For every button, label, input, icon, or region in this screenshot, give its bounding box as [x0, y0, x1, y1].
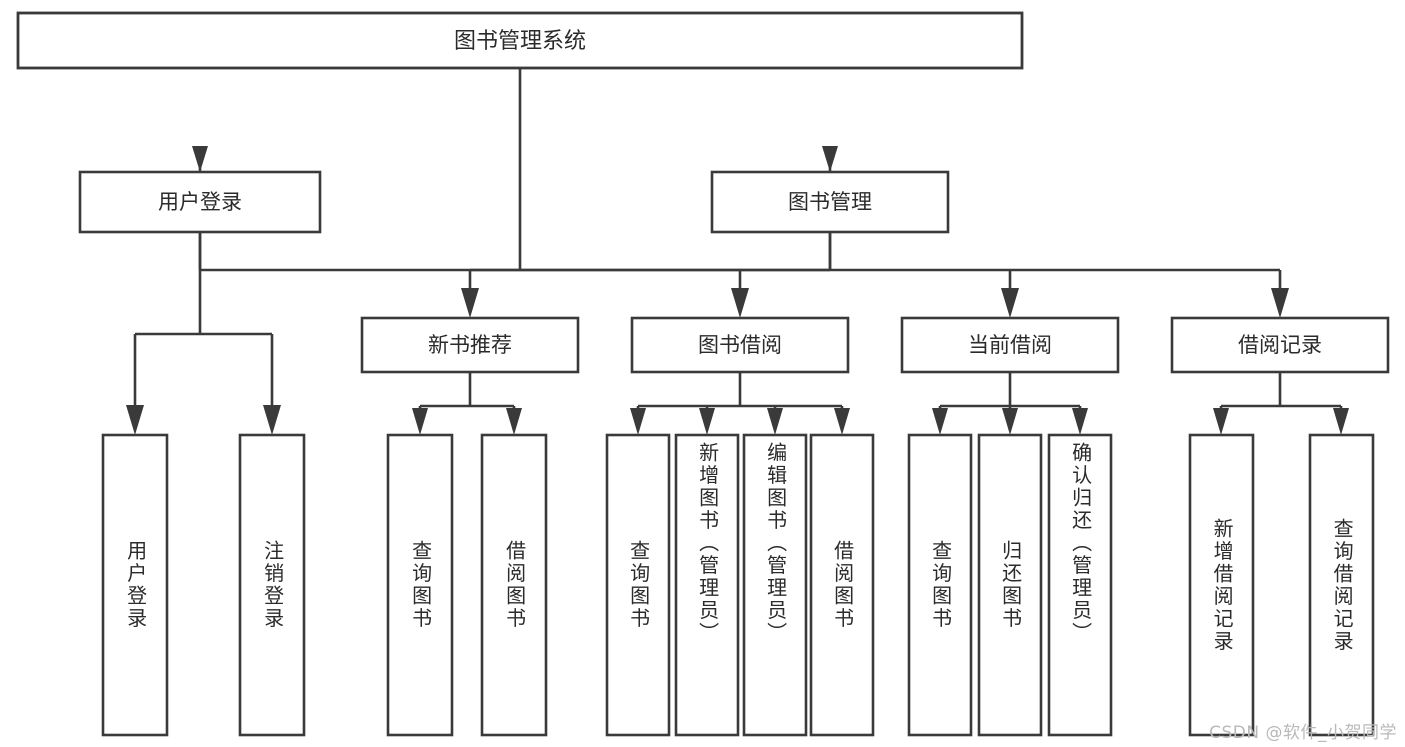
node-label-current-borrow: 当前借阅: [968, 333, 1052, 357]
connector-group-user-login: [133, 232, 274, 405]
node-box-leaf-borrow-record-1[interactable]: [1188, 433, 1255, 737]
node-box-root[interactable]: [16, 11, 1024, 70]
node-box-leaf-user-login-1[interactable]: [101, 433, 169, 737]
node-box-book-borrow[interactable]: [630, 316, 850, 374]
arrow-book-borrow-leaf-1: [630, 408, 646, 435]
arrow-book-manage-child-3: [1001, 288, 1019, 318]
node-box-leaf-book-borrow-3[interactable]: [742, 433, 808, 737]
node-box-user-login[interactable]: [78, 170, 322, 234]
node-box-leaf-current-borrow-3[interactable]: [1047, 433, 1113, 737]
node-label-borrow-record: 借阅记录: [1238, 333, 1322, 357]
node-box-book-manage[interactable]: [710, 170, 950, 234]
node-label-book-borrow: 图书借阅: [698, 333, 782, 357]
node-label-root: 图书管理系统: [454, 29, 586, 54]
node-box-leaf-current-borrow-1[interactable]: [907, 433, 973, 737]
node-box-leaf-book-borrow-4[interactable]: [809, 433, 875, 737]
node-label-user-login: 用户登录: [158, 190, 242, 214]
connector-group-borrow-record: [1219, 372, 1343, 412]
node-box-leaf-current-borrow-2[interactable]: [977, 433, 1043, 737]
watermark-text: CSDN @软件_小贺同学: [1209, 723, 1397, 743]
arrow-book-borrow-leaf-3: [767, 408, 783, 435]
node-box-leaf-new-book-1[interactable]: [386, 433, 454, 737]
arrow-book-manage-child-4: [1271, 288, 1289, 318]
node-box-leaf-new-book-2[interactable]: [480, 433, 548, 737]
arrow-borrow-record-leaf-1: [1213, 408, 1229, 435]
node-box-leaf-user-login-2[interactable]: [238, 433, 306, 737]
arrow-user-login-leaf-1: [126, 405, 144, 435]
arrow-borrow-record-leaf-2: [1333, 408, 1349, 435]
arrow-book-borrow-leaf-2: [699, 408, 715, 435]
node-label-book-manage: 图书管理: [788, 190, 872, 214]
connector-group-book-manage: [468, 232, 1282, 290]
connector-group-new-book: [418, 372, 516, 412]
node-box-leaf-borrow-record-2[interactable]: [1308, 433, 1375, 737]
arrow-user-login-leaf-2: [263, 405, 281, 435]
node-box-borrow-record[interactable]: [1170, 316, 1390, 374]
arrow-book-borrow-leaf-4: [834, 408, 850, 435]
arrow-root-to-user-login: [192, 146, 208, 172]
arrow-current-borrow-leaf-2: [1002, 408, 1018, 435]
arrow-new-book-leaf-1: [412, 408, 428, 435]
arrow-new-book-leaf-2: [506, 408, 522, 435]
arrow-book-manage-child-1: [461, 288, 479, 318]
connector-group-book-borrow: [636, 372, 844, 412]
node-label-new-book-recommend: 新书推荐: [428, 333, 512, 357]
node-box-leaf-book-borrow-1[interactable]: [605, 433, 671, 737]
connector-group-current-borrow: [938, 372, 1082, 412]
connector-group-root: [198, 68, 832, 272]
node-box-new-book-recommend[interactable]: [360, 316, 580, 374]
node-box-leaf-book-borrow-2[interactable]: [674, 433, 740, 737]
arrow-root-to-book-manage: [822, 146, 838, 172]
node-box-current-borrow[interactable]: [900, 316, 1120, 374]
arrow-book-manage-child-2: [731, 288, 749, 318]
arrow-current-borrow-leaf-1: [932, 408, 948, 435]
arrow-current-borrow-leaf-3: [1072, 408, 1088, 435]
